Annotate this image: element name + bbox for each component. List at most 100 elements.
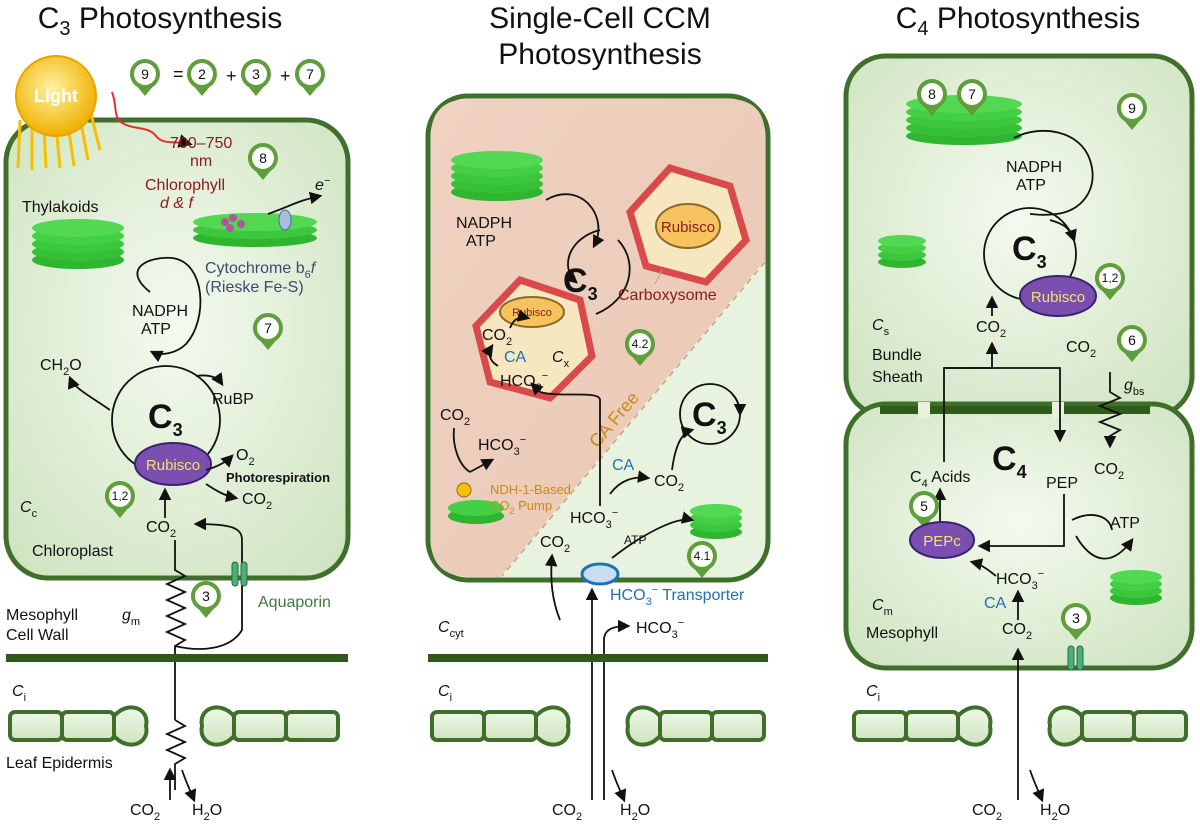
aquaporin-channel-icon [231,561,248,587]
thylakoids-label: Thylakoids [22,199,98,216]
ccm-c3-right-label: C3 [692,396,727,438]
wavelength-unit: nm [190,153,212,170]
marker-42: 4.2 [624,329,655,366]
c4-atp-label: ATP [1016,177,1046,194]
c3-cycle-label: C3 [148,398,183,440]
marker-12: 1,2 [104,481,135,518]
ccm-atp-small-label: ATP [624,533,646,547]
svg-text:9: 9 [1128,100,1136,116]
ccm-ca-label: CA [612,457,635,474]
ccm-thylakoid-small [690,504,742,539]
ccm-nadph-label: NADPH [456,215,512,232]
cc-label: Cc [20,499,38,520]
light-label: Light [34,86,78,106]
svg-text:3: 3 [252,66,260,82]
photorespiration-label: Photorespiration [226,470,330,485]
ccm-ci-label: Ci [438,683,452,704]
ccm-hco3-out-label: HCO3− [636,617,684,641]
c4-atp-ms-label: ATP [1110,515,1140,532]
ccm-co2-cyt-label: CO2 [540,534,570,555]
c4-shuttle-arrow [943,367,1067,462]
c4-thylakoid-ms [1110,570,1162,605]
cell-wall [6,654,348,662]
pump-label: CO2 Pump [490,498,552,516]
rieske-label: (Rieske Fe-S) [205,279,304,296]
thylakoid-membrane-stack [193,209,317,247]
c4-marker-6: 6 [1116,325,1147,362]
c4-epidermis [852,705,1188,747]
wavelength-label: 700–750 [170,135,232,152]
c4-co2-leak-label: CO2 [1066,339,1096,360]
ccyt-label: Ccyt [438,619,464,640]
svg-text:5: 5 [920,498,928,514]
svg-text:7: 7 [968,86,976,102]
svg-text:=: = [173,64,184,84]
marker-8: 8 [247,143,278,180]
aquaporin-label: Aquaporin [258,594,331,611]
c4-ca-label: CA [984,595,1007,612]
c4-hco3-label: HCO3− [996,568,1044,592]
mesophyll-cw-line1: Mesophyll [6,607,78,624]
gbs-label: gbs [1124,377,1145,398]
chlorophyll-label: Chlorophyll [145,177,225,194]
c4-nadph-label: NADPH [1006,159,1062,176]
equation: 9 = 2 + 3 + 7 [129,59,325,96]
pepc-enzyme [909,521,975,559]
light-wave-arrow [111,91,193,148]
c4-marker-9: 9 [1116,93,1147,130]
co2-photorespiration-label: CO2 [242,491,272,512]
leaf-epidermis-label: Leaf Epidermis [6,755,113,772]
ccm-cell-wall [428,654,768,662]
ccm-hco3-cyt-label: HCO3− [570,507,618,531]
c4-thylakoid-small [878,235,926,268]
ccm-co2-inner-label: CO2 [482,327,512,348]
rubp-label: RuBP [212,391,254,408]
marker-2: 2 [186,59,217,96]
ccm-co2-right-label: CO2 [654,473,684,494]
c4-title: C4 Photosynthesis [896,2,1141,40]
ccm-thylakoid-stack [451,151,543,201]
c4-marker-12: 1,2 [1094,263,1125,300]
svg-text:4.2: 4.2 [632,337,649,351]
leaf-epidermis [8,705,340,747]
c4-aquaporin-icon [1067,645,1084,671]
ccm-panel: Single-Cell CCM Photosynthesis NADPH ATP… [425,2,771,823]
c4-c3-label: C3 [1012,230,1047,272]
thylakoid-stack [32,219,124,269]
svg-text:3: 3 [202,588,210,604]
svg-text:9: 9 [141,66,149,82]
hco3-transporter-icon [580,562,620,586]
ccm-epidermis [430,705,766,747]
svg-text:7: 7 [306,66,314,82]
c4-acids-label: C4 Acids [910,469,970,490]
rubisco-large-label: Rubisco [661,219,715,236]
svg-text:2: 2 [198,66,206,82]
h2o-label: H2O [192,802,222,823]
ndh1-pump-icon [448,482,504,524]
marker-7: 7 [294,59,325,96]
gm-label: gm [122,607,140,628]
co2-chloroplast-label: CO2 [146,519,176,540]
pep-label: PEP [1046,475,1078,492]
c4-rubisco-label: Rubisco [1031,289,1085,306]
svg-text:6: 6 [1128,332,1136,348]
light-sun-icon: Light [15,55,102,170]
ccm-atp-label: ATP [466,233,496,250]
chloroplast-label: Chloroplast [32,543,113,560]
svg-text:+: + [226,66,237,86]
ch2o-label: CH2O [40,357,82,378]
ccm-co2-left-label: CO2 [440,407,470,428]
electron-label: e− [315,175,331,194]
ccm-co2-ambient-label: CO2 [552,802,582,823]
c4-co2-bs-label: CO2 [976,319,1006,340]
cytochrome-label: Cytochrome b6f [205,260,317,281]
svg-text:1,2: 1,2 [1102,271,1119,285]
marker-7b: 7 [252,313,283,350]
rubisco-enzyme [134,442,212,486]
cx-label: Cx [552,349,570,370]
nadph-loop-arrow [136,256,202,363]
electron-arrow [267,191,323,215]
nadph-label: NADPH [132,303,188,320]
c4-marker-8: 8 [916,79,947,116]
